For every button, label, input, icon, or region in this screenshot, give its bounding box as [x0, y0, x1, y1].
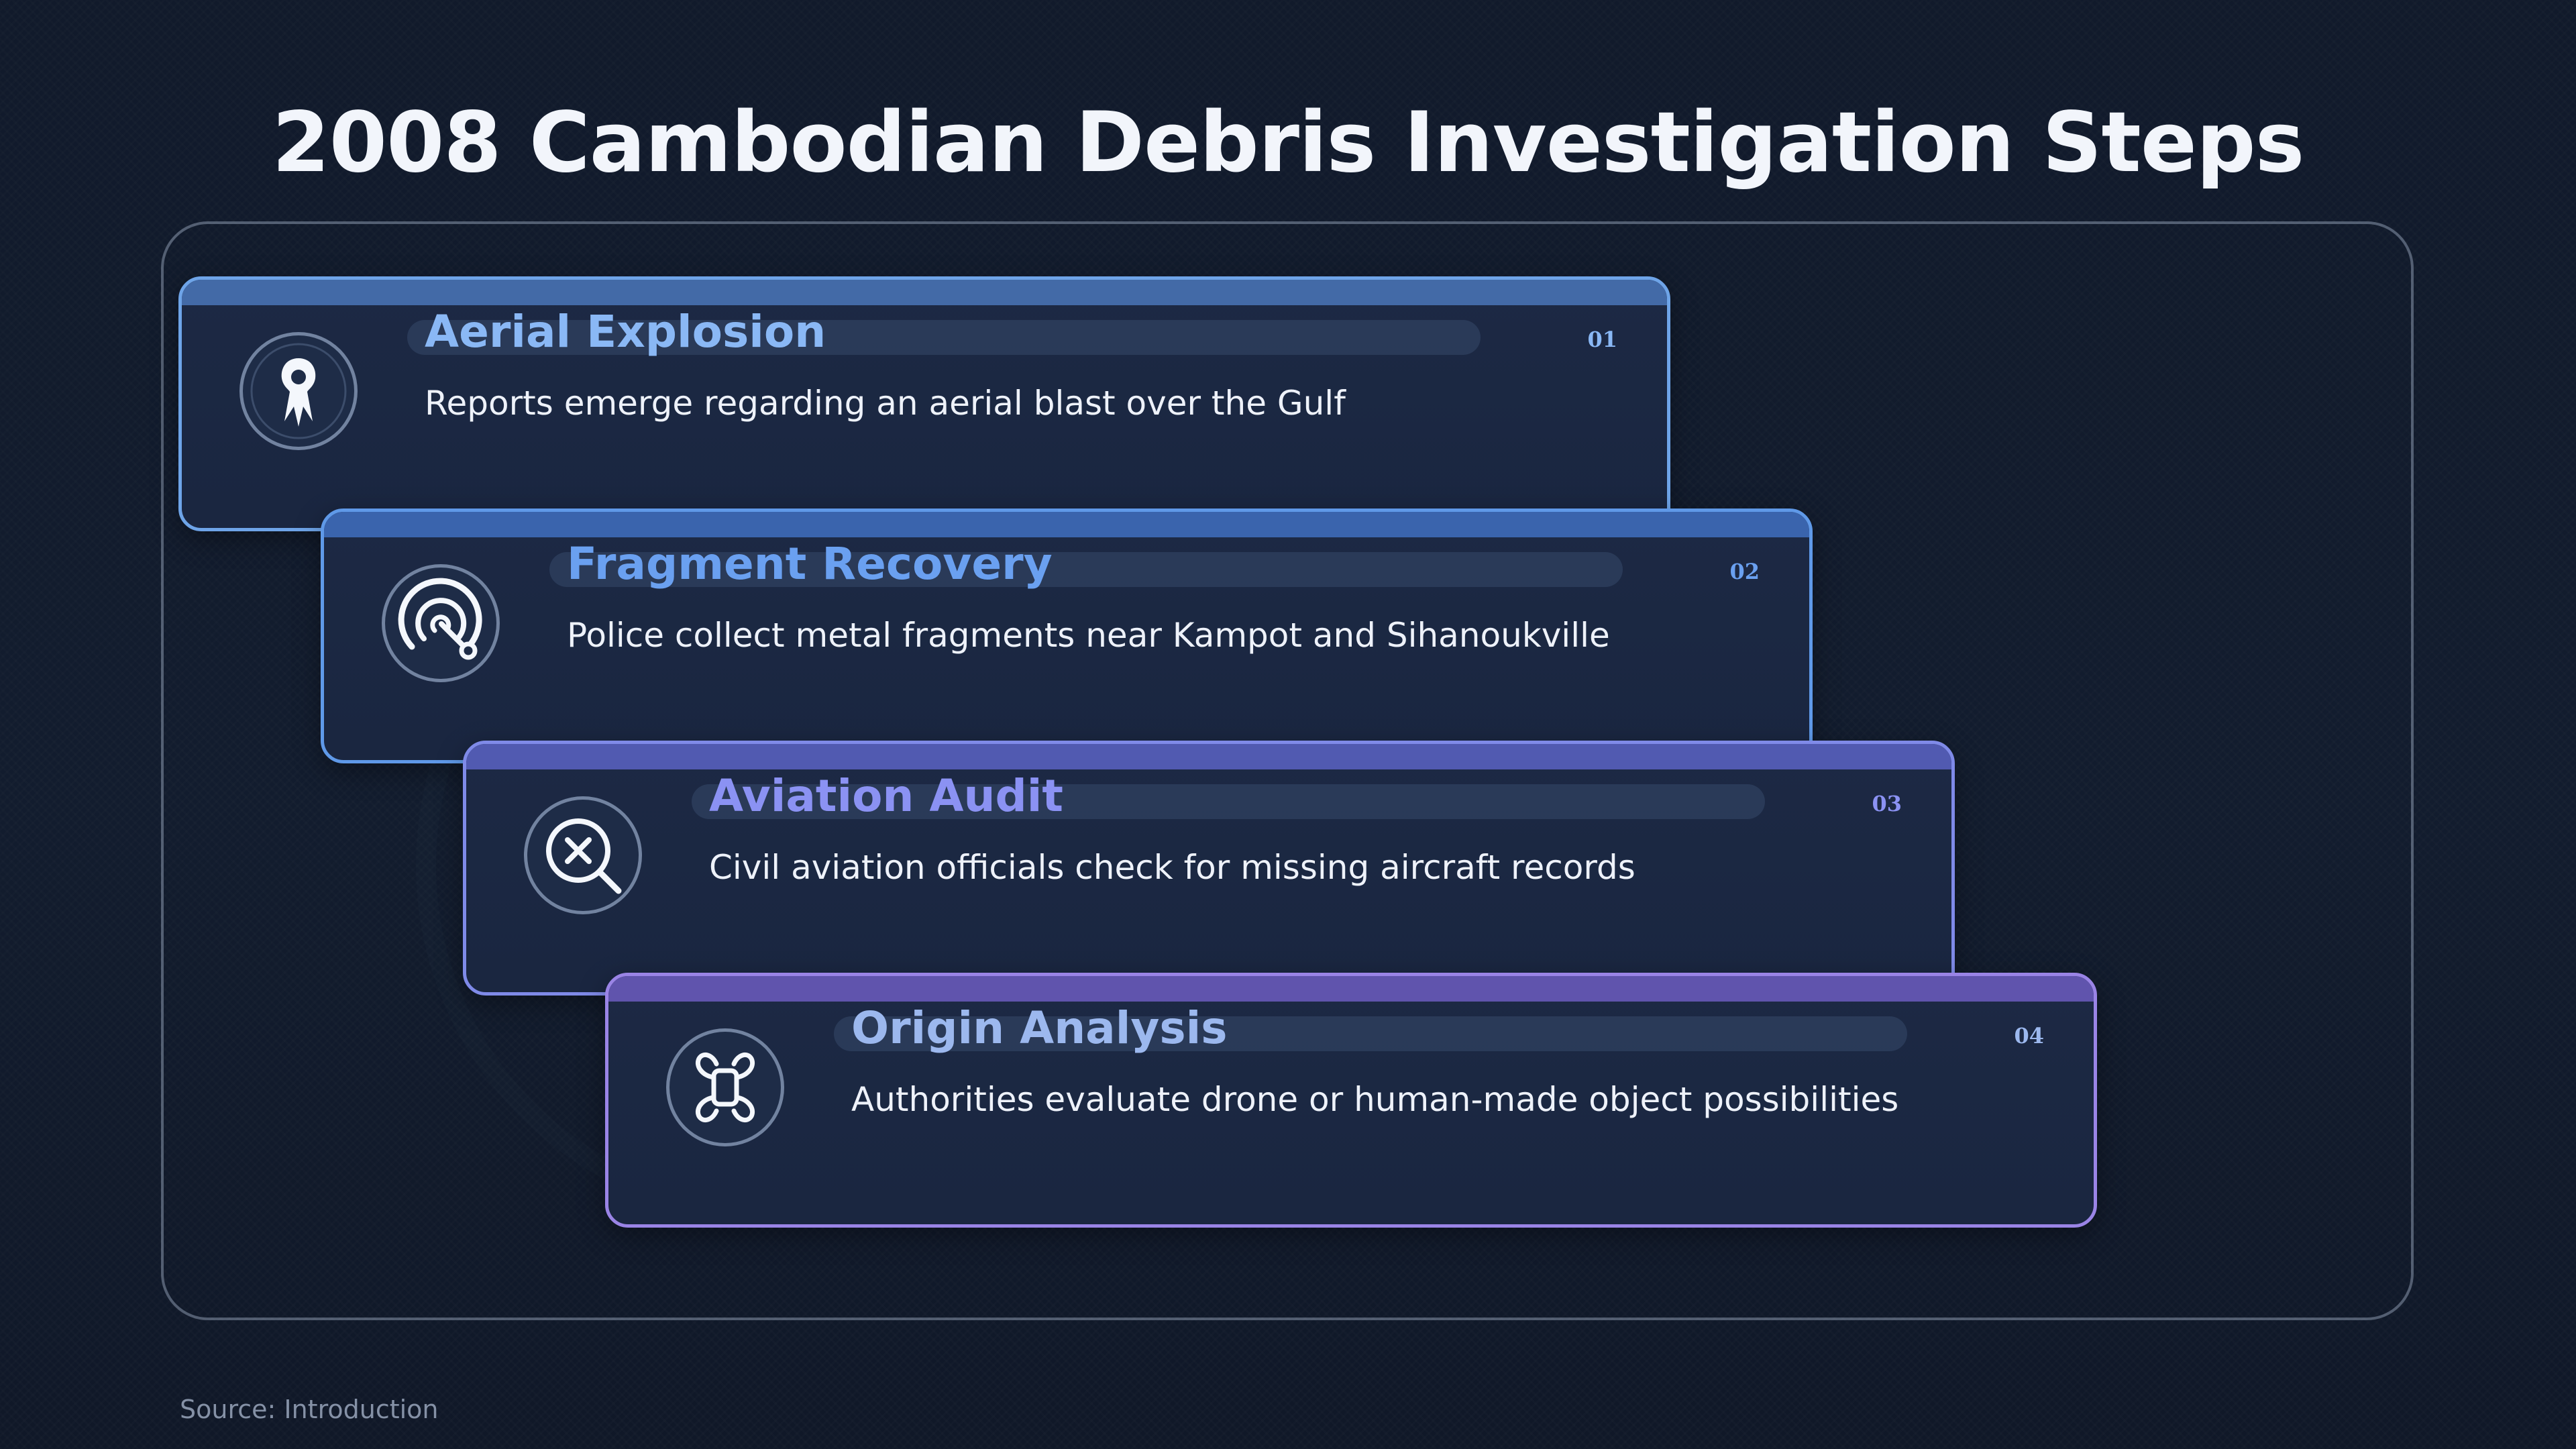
step-number: 03 [1872, 791, 1902, 816]
step-number: 02 [1729, 559, 1760, 584]
step-card-3-topbar [466, 744, 1951, 769]
step-card-4-heading-bg [834, 1016, 1907, 1051]
step-card-1-heading-bg [407, 320, 1481, 355]
explosion-icon [250, 343, 347, 439]
step-card-1: Aerial Explosion Reports emerge regardin… [178, 276, 1670, 531]
search-x-icon [546, 818, 622, 894]
step-card-2-heading-bg [549, 552, 1623, 587]
step-description: Reports emerge regarding an aerial blast… [425, 384, 1346, 423]
step-icon-badge [382, 564, 500, 682]
step-card-3-heading-bg [692, 784, 1765, 819]
step-card-2: Fragment Recovery Police collect metal f… [321, 508, 1813, 763]
step-icon-badge [239, 332, 358, 450]
step-description: Police collect metal fragments near Kamp… [567, 616, 1610, 655]
step-card-4: Origin Analysis Authorities evaluate dro… [605, 973, 2097, 1228]
step-card-4-topbar [608, 976, 2094, 1002]
step-description: Authorities evaluate drone or human-made… [851, 1080, 1899, 1119]
step-number: 04 [2014, 1023, 2044, 1049]
radar-icon [398, 578, 482, 660]
step-number: 01 [1587, 327, 1617, 352]
drone-icon [696, 1052, 755, 1123]
step-card-1-topbar [182, 280, 1667, 305]
step-heading: Origin Analysis [851, 1002, 1228, 1054]
step-heading: Aviation Audit [709, 770, 1063, 822]
step-icon-badge [524, 796, 642, 914]
source-note: Source: Introduction [180, 1395, 439, 1424]
step-description: Civil aviation officials check for missi… [709, 848, 1635, 887]
step-card-2-topbar [324, 512, 1809, 537]
step-icon-badge [666, 1028, 784, 1146]
step-card-3: Aviation Audit Civil aviation officials … [463, 741, 1955, 996]
content-frame [161, 221, 2414, 1320]
page-title: 2008 Cambodian Debris Investigation Step… [272, 95, 2305, 191]
step-heading: Fragment Recovery [567, 538, 1053, 590]
step-heading: Aerial Explosion [425, 306, 826, 358]
